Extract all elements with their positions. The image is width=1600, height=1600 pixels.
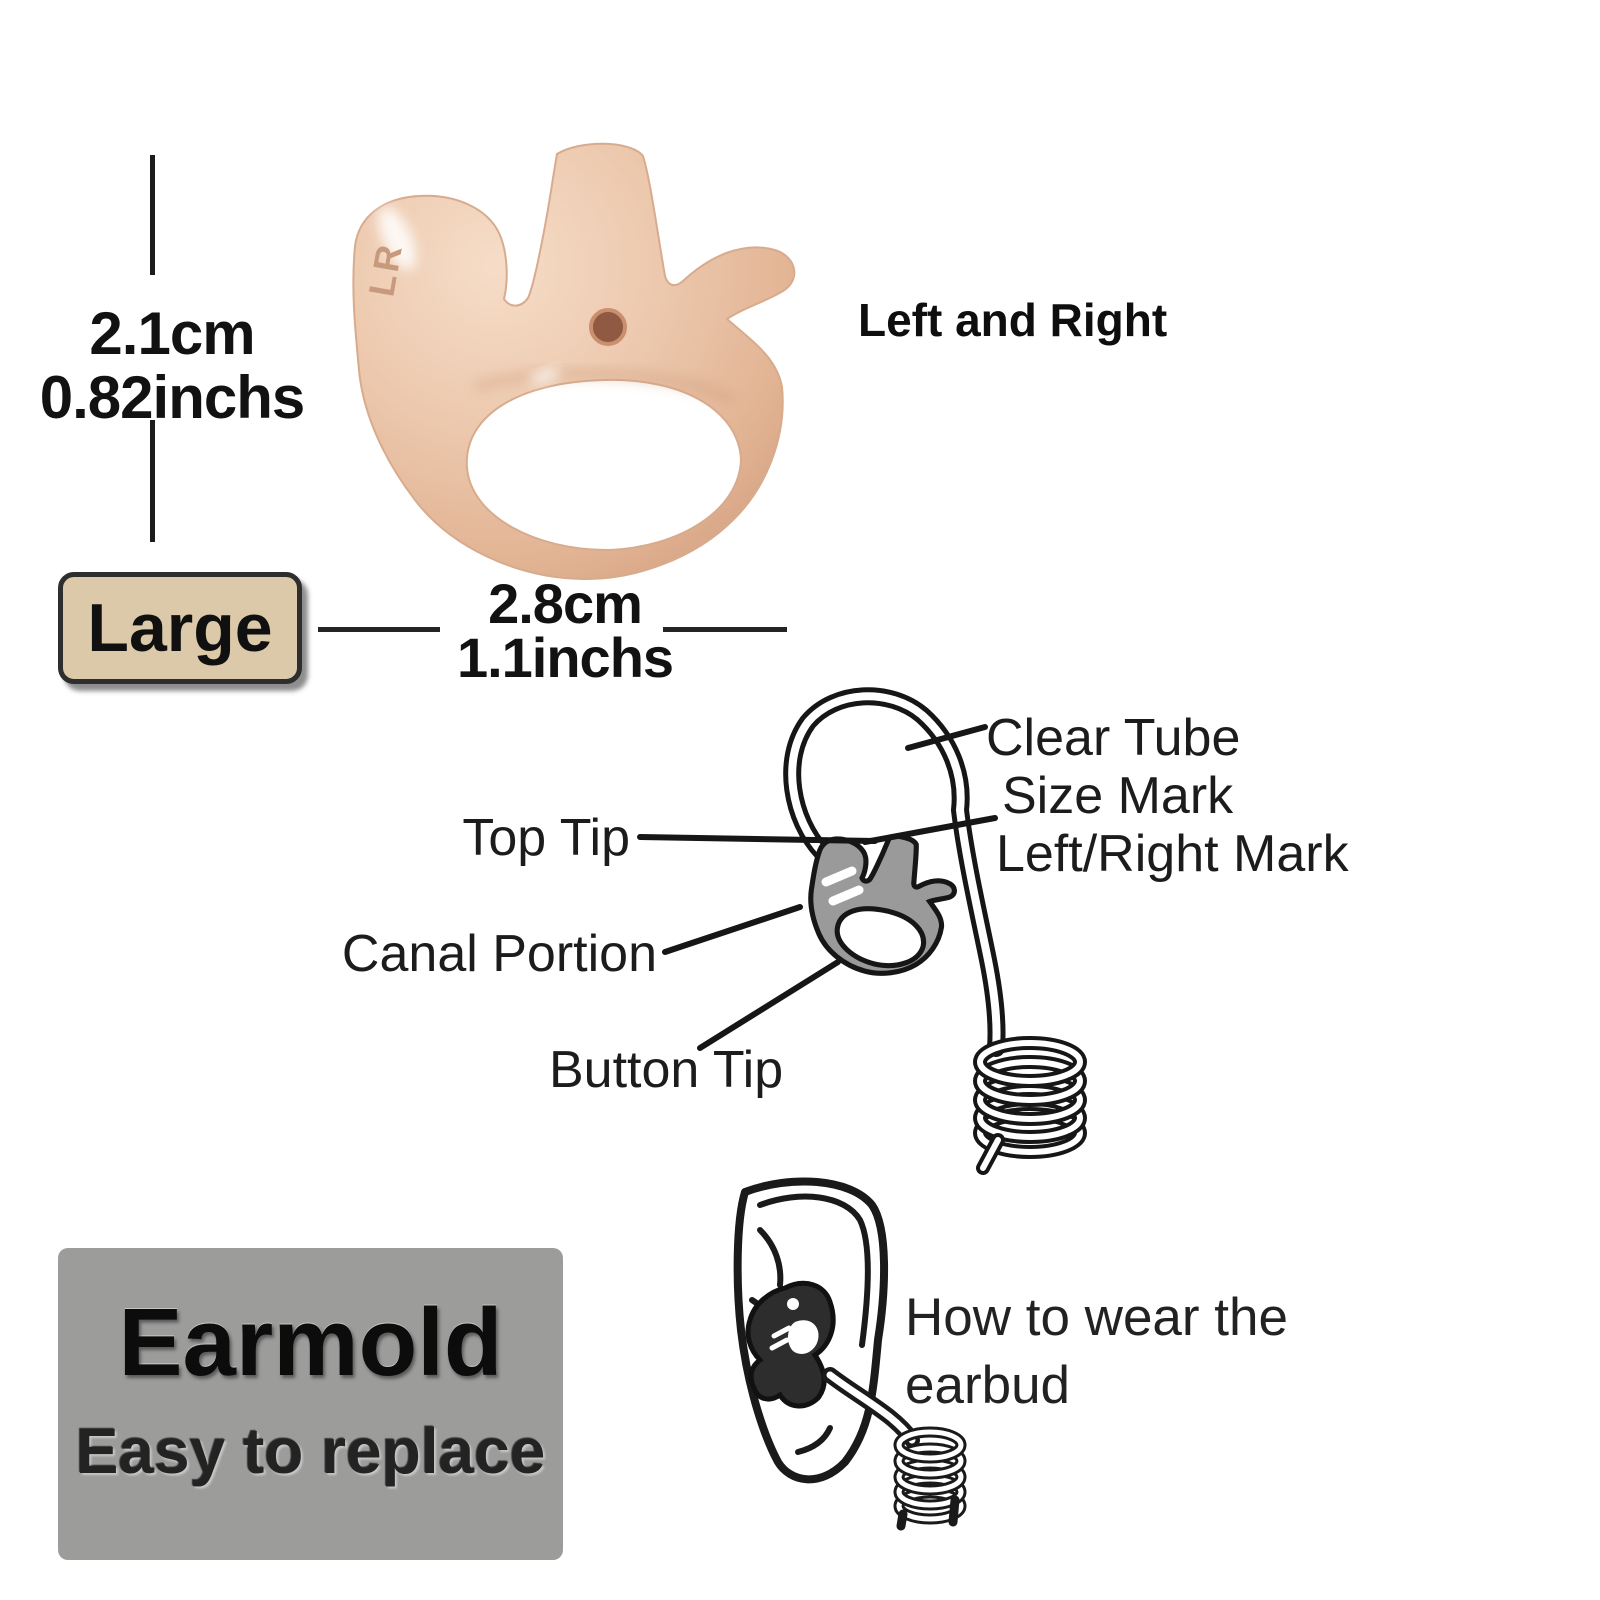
width-dimension-line-right [663,627,787,632]
leader-lines [637,724,998,1051]
ear-illustration [733,1177,967,1531]
height-dimension-label: 2.1cm 0.82inchs [28,302,316,430]
info-box-subtitle: Easy to replace [75,1415,546,1487]
orientation-note: Left and Right [858,294,1168,346]
size-badge-label: Large [87,590,273,666]
height-dimension-line-bottom [150,420,155,542]
earmold-lr-marking: LR [361,239,411,299]
height-dimension-line-top [150,155,155,275]
earmold-photo: LR [352,142,796,581]
worn-earmold-highlight [787,1298,799,1310]
worn-tube [822,1367,967,1531]
earmold-body [352,142,796,581]
leader-button-tip [697,959,841,1051]
info-box-title: Earmold [118,1289,503,1396]
leader-canal-portion [662,904,803,955]
worn-earmold-opening [787,1320,819,1354]
height-cm: 2.1cm [89,300,255,367]
tube-gap-marks [821,866,864,906]
earpiece-diagram [637,687,1087,1175]
label-left-right-mark: Left/Right Mark [996,825,1349,883]
leader-top-tip [637,834,878,844]
worn-tube-gap-marks [769,1325,792,1351]
width-cm: 2.8cm [488,572,643,635]
coil-drawing [973,1036,1087,1175]
width-dimension-label: 2.8cm 1.1inchs [420,572,710,689]
wear-instruction-line1: How to wear the [905,1288,1288,1347]
earmold-highlight-2 [529,368,561,384]
width-dimension-line-left [318,627,440,632]
size-badge: Large [58,572,302,684]
label-size-mark: Size Mark [1002,767,1234,825]
label-canal-portion: Canal Portion [341,925,657,983]
wear-instruction-line2: earbud [905,1356,1071,1415]
label-clear-tube: Clear Tube [986,709,1241,767]
earmold-highlight [378,206,416,270]
leader-clear-tube [905,724,988,751]
label-top-tip: Top Tip [462,809,630,867]
width-inches: 1.1inchs [456,626,674,689]
info-box: Earmold Easy to replace [58,1248,563,1560]
earmold-hole [589,308,627,346]
leader-size-mark [862,815,998,845]
earmold-shading [473,368,736,405]
height-inches: 0.82inchs [39,364,306,431]
label-button-tip: Button Tip [549,1041,784,1099]
clear-tube-drawing [783,687,1087,1175]
wear-instruction: How to wear the earbud [905,1284,1288,1420]
